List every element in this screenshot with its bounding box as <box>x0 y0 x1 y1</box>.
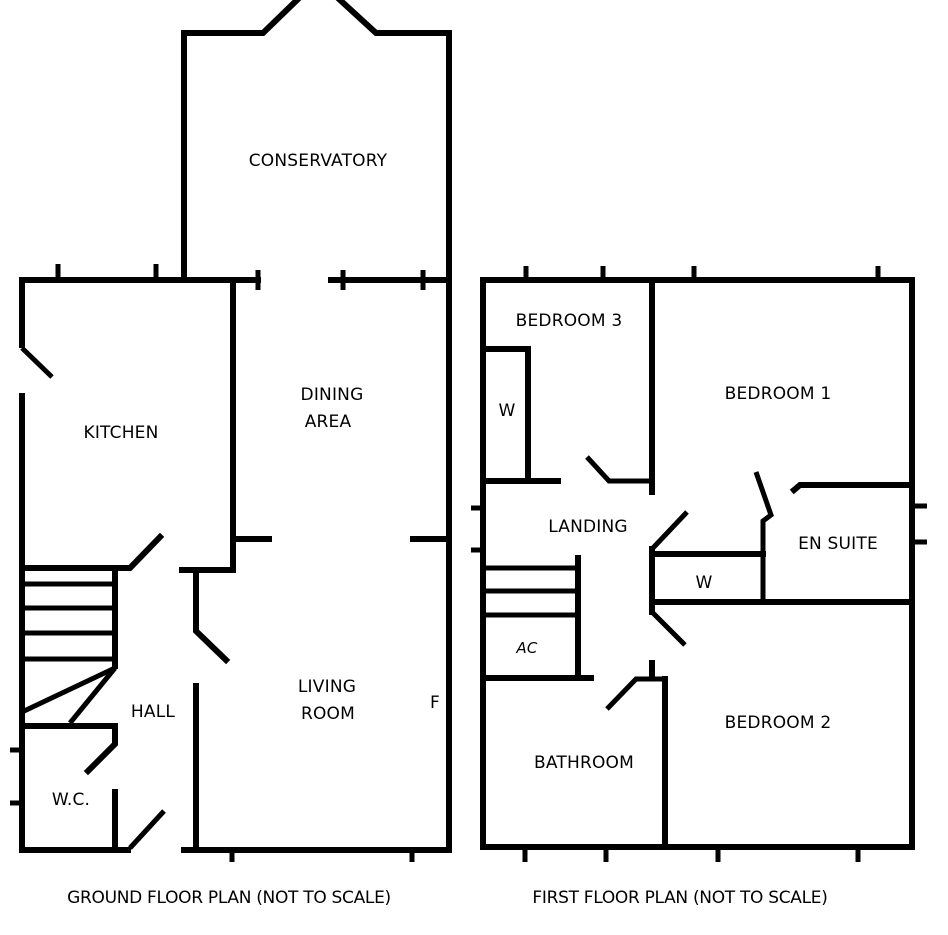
bathroom-door <box>605 676 665 711</box>
bedroom1-door <box>753 471 774 602</box>
bedroom2-door <box>650 610 687 647</box>
ground-staircase <box>20 568 118 725</box>
room-label-en-suite: EN SUITE <box>798 534 878 554</box>
room-label-bedroom3: BEDROOM 3 <box>516 311 623 331</box>
fireplace-label: F <box>430 693 440 713</box>
bedroom1-ensuite-walls <box>649 471 912 647</box>
room-label-bathroom: BATHROOM <box>534 753 634 773</box>
ground-top-wall <box>19 264 452 348</box>
ground-floor-caption: GROUND FLOOR PLAN (NOT TO SCALE) <box>67 888 391 908</box>
landing-door-ensuite-side <box>650 510 689 551</box>
front-door <box>128 809 166 850</box>
bedroom3-walls <box>483 280 655 495</box>
first-outer-walls <box>471 266 927 862</box>
room-label-wardrobe-bed3: W <box>498 401 515 421</box>
wc-walls <box>10 723 166 853</box>
room-label-bedroom1: BEDROOM 1 <box>725 384 832 404</box>
room-label-kitchen: KITCHEN <box>83 423 158 443</box>
first-staircase <box>483 555 594 681</box>
room-label-wc: W.C. <box>52 790 90 810</box>
conservatory-walls <box>181 0 452 853</box>
room-label-dining-line2: AREA <box>305 412 352 432</box>
room-label-living-line1: LIVING <box>298 677 356 697</box>
bathroom-walls <box>605 660 668 850</box>
first-floor-caption: FIRST FLOOR PLAN (NOT TO SCALE) <box>532 888 827 908</box>
living-west-wall <box>193 570 231 853</box>
ground-bottom-wall <box>19 847 452 862</box>
bedroom3-door <box>585 455 652 484</box>
kitchen-walls <box>19 280 236 853</box>
room-label-airing-cupboard: AC <box>515 639 537 657</box>
ground-floor-plan: CONSERVATORY DINING AREA KITCHEN LIVING … <box>10 0 452 908</box>
room-label-dining-line1: DINING <box>301 385 364 405</box>
room-label-landing: LANDING <box>548 517 628 537</box>
room-label-bedroom2: BEDROOM 2 <box>725 713 832 733</box>
first-floor-plan: BEDROOM 3 BEDROOM 1 W LANDING EN SUITE W… <box>471 266 927 908</box>
room-label-wardrobe-bed1: W <box>695 573 712 593</box>
kitchen-back-door <box>20 346 54 379</box>
room-label-conservatory: CONSERVATORY <box>249 151 388 171</box>
room-label-living-line2: ROOM <box>301 704 355 724</box>
room-label-hall: HALL <box>131 702 175 722</box>
